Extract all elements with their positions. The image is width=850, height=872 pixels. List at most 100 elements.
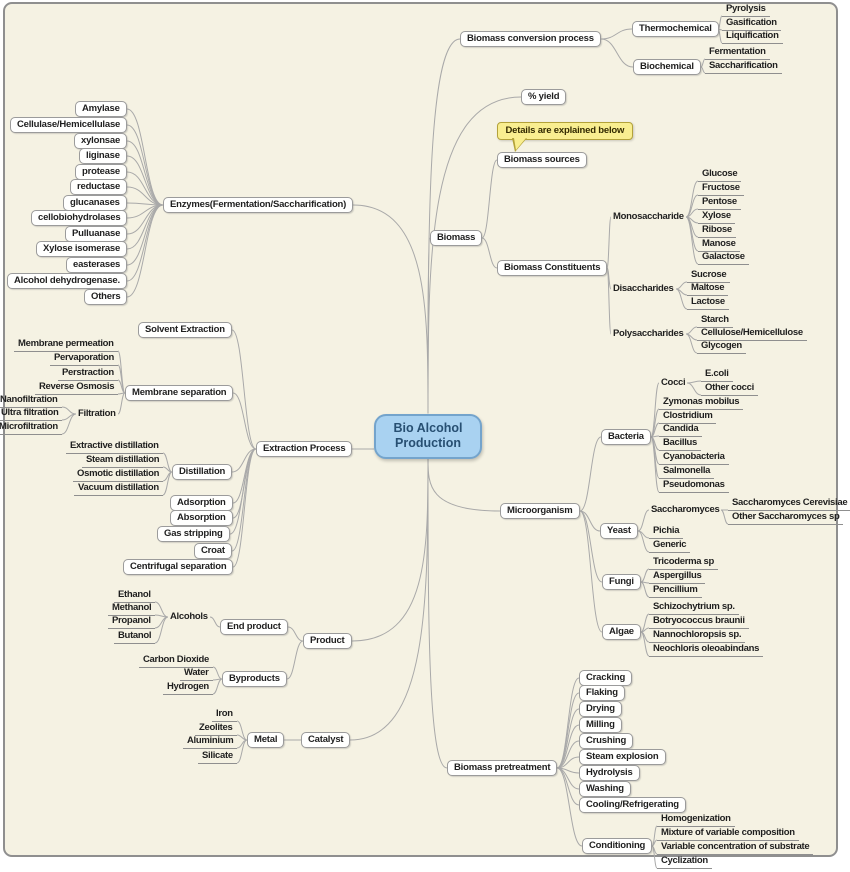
node-xylonsae[interactable]: xylonsae xyxy=(74,132,128,150)
node-others[interactable]: Others xyxy=(84,288,128,306)
node-bacillus[interactable]: Bacillus xyxy=(659,437,702,451)
node-vacuum-distillation[interactable]: Vacuum distillation xyxy=(74,482,163,496)
node-ethanol[interactable]: Ethanol xyxy=(114,589,155,603)
node-microfiltration[interactable]: Microfiltration xyxy=(0,421,62,435)
node-absorption[interactable]: Absorption xyxy=(170,509,233,527)
node-ultra-filtration[interactable]: Ultra filtration xyxy=(0,407,63,421)
node-hydrolysis[interactable]: Hydrolysis xyxy=(579,764,640,782)
node-polysaccharides[interactable]: Polysaccharides xyxy=(613,327,684,339)
node-e-coli[interactable]: E.coli xyxy=(701,368,733,382)
annotation-callout[interactable]: Details are explained below xyxy=(496,122,634,152)
central-topic-bio-alcohol-production[interactable]: Bio Alcohol Production xyxy=(374,413,482,459)
node-water[interactable]: Water xyxy=(180,667,213,681)
node-osmotic-distillation[interactable]: Osmotic distillation xyxy=(73,468,164,482)
node-silicate[interactable]: Silicate xyxy=(198,750,237,764)
node-salmonella[interactable]: Salmonella xyxy=(659,465,715,479)
node-amylase[interactable]: Amylase xyxy=(75,100,127,118)
node-other-saccharomyces-sp[interactable]: Other Saccharomyces sp xyxy=(728,511,844,525)
node-filtration[interactable]: Filtration xyxy=(78,407,116,419)
node-cyclization[interactable]: Cyclization xyxy=(657,855,712,869)
node-perstraction[interactable]: Perstraction xyxy=(58,367,118,381)
node-aluminium[interactable]: Aluminium xyxy=(183,735,238,749)
node-byproducts[interactable]: Byproducts xyxy=(222,670,287,688)
node-gasification[interactable]: Gasification xyxy=(722,17,781,31)
node-extractive-distillation[interactable]: Extractive distillation xyxy=(66,440,163,454)
node-biomass-sources[interactable]: Biomass sources xyxy=(497,151,587,169)
node-mixture-of-variable-composition[interactable]: Mixture of variable composition xyxy=(657,827,799,841)
node-yeast[interactable]: Yeast xyxy=(600,522,638,540)
node-bacteria[interactable]: Bacteria xyxy=(601,428,651,446)
node-fermentation[interactable]: Fermentation xyxy=(705,46,770,60)
node-flaking[interactable]: Flaking xyxy=(579,684,625,702)
node-milling[interactable]: Milling xyxy=(579,716,622,734)
node-pulluanase[interactable]: Pulluanase xyxy=(65,225,128,243)
node-conditioning[interactable]: Conditioning xyxy=(582,837,653,855)
node-candida[interactable]: Candida xyxy=(659,423,703,437)
node-butanol[interactable]: Butanol xyxy=(114,630,156,644)
node-cracking[interactable]: Cracking xyxy=(579,669,633,687)
node-cellobiohydrolases[interactable]: cellobiohydrolases xyxy=(31,209,128,227)
node-propanol[interactable]: Propanol xyxy=(108,615,155,629)
node-gas-stripping[interactable]: Gas stripping xyxy=(157,525,230,543)
node-biochemical[interactable]: Biochemical xyxy=(633,58,701,76)
node-croat[interactable]: Croat xyxy=(194,542,232,560)
node-pyrolysis[interactable]: Pyrolysis xyxy=(722,3,770,17)
node-end-product[interactable]: End product xyxy=(220,618,288,636)
node-solvent-extraction[interactable]: Solvent Extraction xyxy=(138,321,232,339)
node-botryococcus-braunii[interactable]: Botryococcus braunii xyxy=(649,615,749,629)
node-liginase[interactable]: liginase xyxy=(79,147,127,165)
node-zeolites[interactable]: Zeolites xyxy=(195,722,237,736)
node-steam-distillation[interactable]: Steam distillation xyxy=(82,454,164,468)
node-cocci[interactable]: Cocci xyxy=(661,376,686,388)
node-glycogen[interactable]: Glycogen xyxy=(697,340,746,354)
node-generic[interactable]: Generic xyxy=(649,539,691,553)
node-sucrose[interactable]: Sucrose xyxy=(687,269,731,283)
node-extraction-process[interactable]: Extraction Process xyxy=(256,440,353,458)
node-methanol[interactable]: Methanol xyxy=(108,602,156,616)
node-ribose[interactable]: Ribose xyxy=(698,224,736,238)
node-cellulase-hemicellulase[interactable]: Cellulase/Hemicellulase xyxy=(10,116,128,134)
node-algae[interactable]: Algae xyxy=(602,623,641,641)
node-aspergillus[interactable]: Aspergillus xyxy=(649,570,706,584)
node-variable-concentration-of-substrate[interactable]: Variable concentration of substrate xyxy=(657,841,814,855)
node-crushing[interactable]: Crushing xyxy=(579,732,634,750)
node-microorganism[interactable]: Microorganism xyxy=(500,502,580,520)
node-fructose[interactable]: Fructose xyxy=(698,182,744,196)
node-galactose[interactable]: Galactose xyxy=(698,251,749,265)
node-starch[interactable]: Starch xyxy=(697,314,733,328)
node-alcohols[interactable]: Alcohols xyxy=(170,610,208,622)
node-centrifugal-separation[interactable]: Centrifugal separation xyxy=(123,558,234,576)
node-washing[interactable]: Washing xyxy=(579,780,631,798)
node-lactose[interactable]: Lactose xyxy=(687,296,729,310)
node-schizochytrium-sp[interactable]: Schizochytrium sp. xyxy=(649,601,739,615)
node-membrane-permeation[interactable]: Membrane permeation xyxy=(14,338,118,352)
node-saccharomyces-cerevisiae[interactable]: Saccharomyces Cerevisiae xyxy=(728,497,850,511)
node-yield[interactable]: % yield xyxy=(521,88,567,106)
node-pseudomonas[interactable]: Pseudomonas xyxy=(659,479,729,493)
node-alcohol-dehydrogenase[interactable]: Alcohol dehydrogenase. xyxy=(7,272,127,290)
node-other-cocci[interactable]: Other cocci xyxy=(701,382,758,396)
node-metal[interactable]: Metal xyxy=(247,731,285,749)
node-carbon-dioxide[interactable]: Carbon Dioxide xyxy=(139,654,214,668)
node-reverse-osmosis[interactable]: Reverse Osmosis xyxy=(35,381,119,395)
node-saccharomyces[interactable]: Saccharomyces xyxy=(651,503,720,515)
node-hydrogen[interactable]: Hydrogen xyxy=(163,681,213,695)
node-xylose-isomerase[interactable]: Xylose isomerase xyxy=(36,240,128,258)
node-biomass-constituents[interactable]: Biomass Constituents xyxy=(497,259,608,277)
node-glucanases[interactable]: glucanases xyxy=(63,194,127,212)
node-cyanobacteria[interactable]: Cyanobacteria xyxy=(659,451,729,465)
node-biomass-pretreatment[interactable]: Biomass pretreatment xyxy=(447,759,558,777)
node-biomass[interactable]: Biomass xyxy=(430,229,483,247)
node-cooling-refrigerating[interactable]: Cooling/Refrigerating xyxy=(579,796,686,814)
node-drying[interactable]: Drying xyxy=(579,700,622,718)
node-liquification[interactable]: Liquification xyxy=(722,30,783,44)
node-protease[interactable]: protease xyxy=(75,163,128,181)
node-homogenization[interactable]: Homogenization xyxy=(657,813,735,827)
node-clostridium[interactable]: Clostridium xyxy=(659,410,717,424)
node-adsorption[interactable]: Adsorption xyxy=(170,494,233,512)
node-disaccharides[interactable]: Disaccharides xyxy=(613,282,674,294)
node-saccharification[interactable]: Saccharification xyxy=(705,60,782,74)
node-enzymes-fermentation-saccharification[interactable]: Enzymes(Fermentation/Saccharification) xyxy=(163,196,354,214)
node-nanofiltration[interactable]: Nanofiltration xyxy=(0,394,62,408)
node-catalyst[interactable]: Catalyst xyxy=(301,731,351,749)
